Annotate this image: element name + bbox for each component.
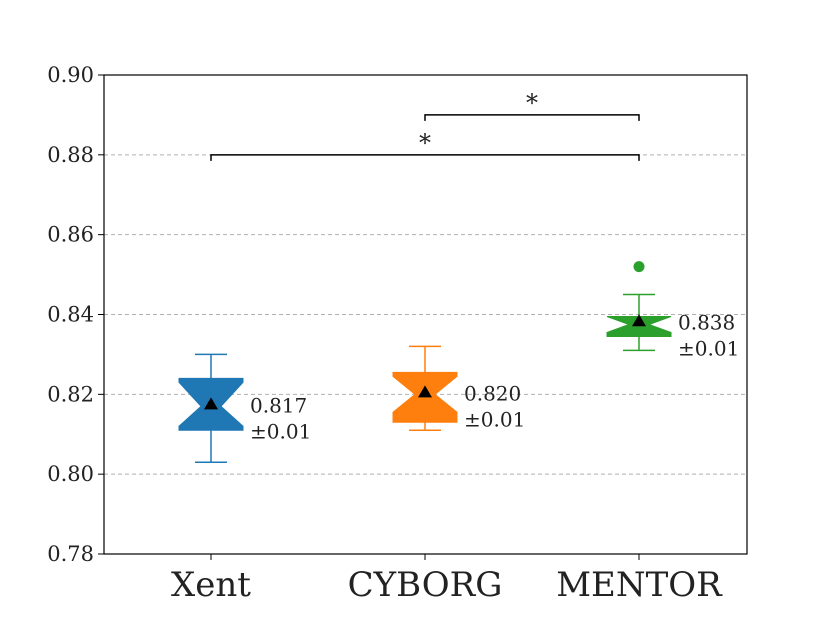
significance-bracket: * <box>210 129 640 161</box>
x-axis: Xent CYBORG MENTOR <box>171 554 723 605</box>
significance-star: * <box>526 89 538 117</box>
box-mentor: 0.838±0.01 <box>606 261 739 360</box>
std-label: ±0.01 <box>678 336 739 360</box>
mean-label: 0.817 <box>250 393 307 417</box>
y-tick-label: 0.80 <box>47 462 94 486</box>
box-cyborg: 0.820±0.01 <box>392 345 525 431</box>
y-tick-label: 0.86 <box>47 223 94 247</box>
mean-marker <box>632 314 646 327</box>
std-label: ±0.01 <box>250 419 311 443</box>
x-tick-label: CYBORG <box>348 565 503 605</box>
mean-marker <box>204 397 218 410</box>
y-axis: 0.78 0.80 0.82 0.84 0.86 0.88 0.90 <box>47 63 104 566</box>
mean-label: 0.820 <box>464 381 521 405</box>
box-series: 0.817±0.010.820±0.010.838±0.01 <box>178 261 739 463</box>
bracket-line <box>424 114 640 121</box>
notched-box <box>606 315 672 337</box>
y-tick-label: 0.90 <box>47 63 94 87</box>
y-tick-label: 0.88 <box>47 143 94 167</box>
outlier-point <box>633 261 645 273</box>
significance-bracket: * <box>424 89 640 121</box>
std-label: ±0.01 <box>464 407 525 431</box>
y-tick-label: 0.82 <box>47 382 94 406</box>
box-xent: 0.817±0.01 <box>178 353 311 463</box>
significance-brackets: ** <box>210 89 640 161</box>
mean-marker <box>418 385 432 398</box>
x-tick-label: Xent <box>171 565 251 605</box>
mean-label: 0.838 <box>678 310 735 334</box>
significance-star: * <box>419 129 431 157</box>
x-tick-label: MENTOR <box>556 565 723 605</box>
bracket-line <box>210 154 640 161</box>
y-tick-label: 0.84 <box>47 303 94 327</box>
y-tick-label: 0.78 <box>47 542 94 566</box>
